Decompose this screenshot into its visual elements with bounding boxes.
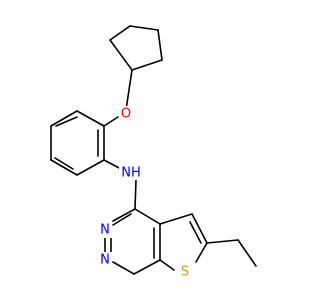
bond bbox=[131, 59, 163, 71]
thiophene-ring bbox=[159, 213, 208, 271]
bond bbox=[134, 208, 161, 225]
atom-oxygen: O bbox=[119, 106, 133, 122]
bond-double-inner bbox=[112, 213, 132, 226]
bond bbox=[50, 110, 78, 127]
benzene-ring bbox=[50, 110, 105, 176]
molecule-canvas: O NH N N S bbox=[50, 25, 257, 280]
bond bbox=[109, 25, 131, 41]
bond bbox=[112, 208, 136, 222]
bond bbox=[129, 25, 159, 31]
atom-nh: NH bbox=[119, 164, 143, 181]
bond bbox=[133, 259, 161, 275]
pyrimidine-ring bbox=[104, 208, 161, 275]
bond-ethyl-2 bbox=[237, 239, 257, 267]
bond-double-inner bbox=[55, 116, 78, 127]
amine-nh-label: NH bbox=[121, 166, 141, 181]
thiophene-s-label: S bbox=[181, 265, 189, 280]
bond-ch-o bbox=[125, 69, 133, 111]
pyrimidine-n-top-label: N bbox=[100, 223, 110, 238]
bond-o-aryl bbox=[103, 116, 119, 127]
bond-double-inner bbox=[189, 221, 202, 244]
bond bbox=[76, 159, 105, 176]
bond bbox=[76, 110, 105, 127]
molecule-structure: O NH N N S bbox=[50, 25, 257, 280]
bond bbox=[112, 261, 135, 275]
bond bbox=[50, 159, 78, 176]
cyclopentyl-ring bbox=[109, 25, 163, 71]
bond bbox=[191, 213, 208, 244]
bond-ethyl-1 bbox=[206, 239, 239, 244]
bond-nh-c4 bbox=[134, 179, 137, 210]
bond bbox=[159, 259, 175, 271]
pyrimidine-n-bottom-label: N bbox=[100, 253, 110, 268]
atom-n-top: N bbox=[98, 222, 112, 238]
oxygen-label: O bbox=[121, 107, 131, 122]
bond bbox=[109, 39, 133, 71]
atom-n-bottom: N bbox=[98, 252, 112, 268]
bond-double-inner bbox=[54, 157, 74, 170]
atom-sulfur: S bbox=[178, 264, 192, 280]
bond bbox=[195, 242, 208, 263]
bond bbox=[159, 213, 193, 225]
bond bbox=[157, 29, 163, 61]
